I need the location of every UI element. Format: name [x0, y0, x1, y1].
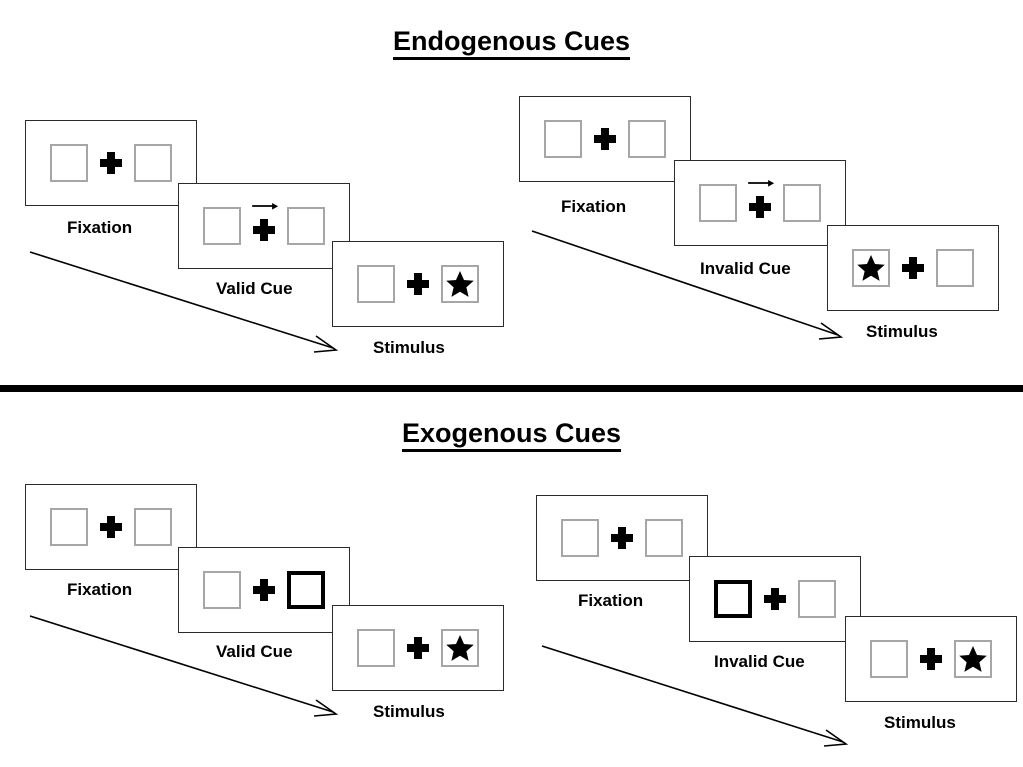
- caption-exo-invalid-cue: Invalid Cue: [714, 652, 805, 671]
- caption-exo-invalid-stimulus: Stimulus: [884, 713, 956, 732]
- fixation-cross-icon: [100, 516, 122, 538]
- right-box[interactable]: [783, 184, 821, 222]
- fixation-cross-wrap: [241, 203, 287, 249]
- left-box[interactable]: [544, 120, 582, 158]
- left-box[interactable]: [699, 184, 737, 222]
- stimulus-row: [203, 567, 325, 613]
- stimulus-row: [357, 625, 479, 671]
- right-box[interactable]: [645, 519, 683, 557]
- panel-endo-valid-cue[interactable]: [178, 183, 350, 269]
- fixation-cross-icon: [902, 257, 924, 279]
- panel-endo-valid-stimulus[interactable]: [332, 241, 504, 327]
- arrow-right-cue-icon: [251, 200, 279, 211]
- stimulus-row: [699, 180, 821, 226]
- fixation-cross-icon: [253, 218, 275, 241]
- fixation-cross-wrap: [890, 245, 936, 291]
- fixation-cross-wrap: [582, 116, 628, 162]
- right-box[interactable]: [287, 207, 325, 245]
- caption-endo-invalid-fixation: Fixation: [561, 197, 627, 216]
- fixation-cross-icon: [100, 152, 122, 174]
- panel-exo-valid-cue[interactable]: [178, 547, 350, 633]
- fixation-cross-wrap: [88, 140, 134, 186]
- panel-endo-invalid-cue[interactable]: [674, 160, 846, 246]
- time-flow-arrow-exo-invalid: [540, 642, 860, 754]
- caption-exo-valid-fixation: Fixation: [67, 580, 133, 599]
- star-icon: [445, 269, 475, 299]
- fixation-cross-icon: [407, 637, 429, 659]
- panel-endo-valid-fixation[interactable]: [25, 120, 197, 206]
- stimulus-row: [544, 116, 666, 162]
- section-title-endogenous: Endogenous Cues: [0, 26, 1023, 60]
- caption-endo-valid-fixation: Fixation: [67, 218, 133, 237]
- right-box[interactable]: [134, 144, 172, 182]
- fixation-cross-wrap: [599, 515, 645, 561]
- fixation-cross-wrap: [752, 576, 798, 622]
- fixation-cross-wrap: [395, 625, 441, 671]
- left-box[interactable]: [852, 249, 890, 287]
- fixation-cross-wrap: [737, 180, 783, 226]
- left-box[interactable]: [203, 571, 241, 609]
- caption-exo-valid-cue: Valid Cue: [216, 642, 293, 661]
- stimulus-row: [561, 515, 683, 561]
- fixation-cross-icon: [253, 579, 275, 601]
- endogenous-title-text: Endogenous Cues: [392, 26, 630, 60]
- panel-endo-invalid-stimulus[interactable]: [827, 225, 999, 311]
- panel-exo-invalid-stimulus[interactable]: [845, 616, 1017, 702]
- fixation-cross-icon: [764, 588, 786, 610]
- left-box-cued[interactable]: [714, 580, 752, 618]
- caption-endo-valid-stimulus: Stimulus: [373, 338, 445, 357]
- fixation-cross-icon: [594, 128, 616, 150]
- fixation-cross-icon: [920, 648, 942, 670]
- caption-endo-invalid-cue: Invalid Cue: [700, 259, 791, 278]
- time-flow-arrow-endo-valid: [28, 248, 348, 360]
- right-box[interactable]: [936, 249, 974, 287]
- caption-exo-invalid-fixation: Fixation: [578, 591, 644, 610]
- left-box[interactable]: [561, 519, 599, 557]
- right-box[interactable]: [798, 580, 836, 618]
- stimulus-row: [870, 636, 992, 682]
- panel-exo-valid-stimulus[interactable]: [332, 605, 504, 691]
- fixation-cross-wrap: [908, 636, 954, 682]
- right-box[interactable]: [628, 120, 666, 158]
- star-icon: [856, 253, 886, 283]
- exogenous-title-text: Exogenous Cues: [401, 418, 622, 452]
- right-box[interactable]: [134, 508, 172, 546]
- panel-exo-valid-fixation[interactable]: [25, 484, 197, 570]
- stimulus-row: [852, 245, 974, 291]
- left-box[interactable]: [50, 144, 88, 182]
- panel-exo-invalid-cue[interactable]: [689, 556, 861, 642]
- arrow-right-cue-icon: [747, 177, 775, 188]
- fixation-cross-icon: [749, 195, 771, 218]
- left-box[interactable]: [357, 265, 395, 303]
- section-divider: [0, 385, 1023, 392]
- panel-endo-invalid-fixation[interactable]: [519, 96, 691, 182]
- stimulus-row: [50, 504, 172, 550]
- left-box[interactable]: [870, 640, 908, 678]
- star-icon: [958, 644, 988, 674]
- fixation-cross-icon: [611, 527, 633, 549]
- stimulus-row: [50, 140, 172, 186]
- stimulus-row: [203, 203, 325, 249]
- right-box[interactable]: [954, 640, 992, 678]
- time-flow-arrow-exo-valid: [28, 612, 348, 724]
- left-box[interactable]: [357, 629, 395, 667]
- fixation-cross-wrap: [395, 261, 441, 307]
- fixation-cross-icon: [407, 273, 429, 295]
- fixation-cross-wrap: [241, 567, 287, 613]
- stimulus-row: [714, 576, 836, 622]
- star-icon: [445, 633, 475, 663]
- left-box[interactable]: [50, 508, 88, 546]
- caption-endo-invalid-stimulus: Stimulus: [866, 322, 938, 341]
- caption-endo-valid-cue: Valid Cue: [216, 279, 293, 298]
- right-box[interactable]: [441, 629, 479, 667]
- left-box[interactable]: [203, 207, 241, 245]
- panel-exo-invalid-fixation[interactable]: [536, 495, 708, 581]
- fixation-cross-wrap: [88, 504, 134, 550]
- right-box[interactable]: [441, 265, 479, 303]
- right-box-cued[interactable]: [287, 571, 325, 609]
- section-title-exogenous: Exogenous Cues: [0, 418, 1023, 452]
- time-flow-arrow-endo-invalid: [530, 227, 855, 347]
- caption-exo-valid-stimulus: Stimulus: [373, 702, 445, 721]
- stimulus-row: [357, 261, 479, 307]
